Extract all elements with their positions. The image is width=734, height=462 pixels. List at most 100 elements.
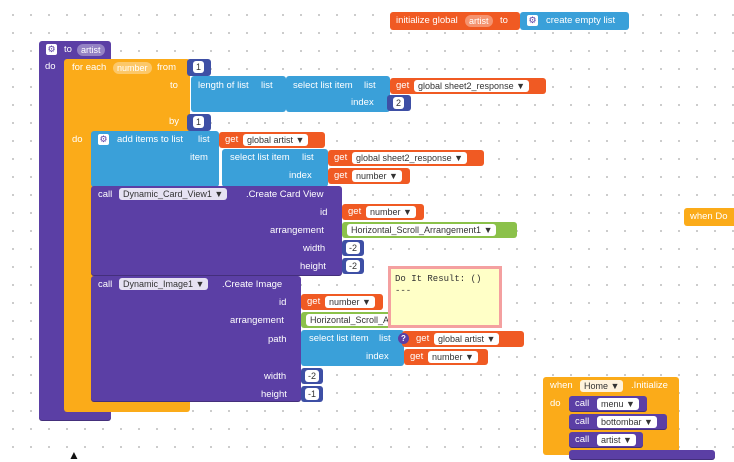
component-dropdown[interactable]: Dynamic_Card_View1 ▼ bbox=[119, 188, 228, 200]
procedure-dropdown[interactable]: bottombar ▼ bbox=[597, 416, 657, 428]
index-number-field[interactable]: 2 bbox=[393, 97, 405, 109]
init-global-name-field[interactable]: artist bbox=[465, 15, 493, 27]
call-block-partial[interactable] bbox=[569, 450, 715, 460]
height-number-block[interactable]: -1 bbox=[301, 386, 323, 402]
call-label: call bbox=[575, 398, 590, 409]
get-global-artist-block-b[interactable]: ? get global artist ▼ bbox=[398, 331, 524, 347]
gear-icon[interactable]: ⚙ bbox=[527, 15, 538, 26]
by-number-field[interactable]: 1 bbox=[193, 116, 205, 128]
select-index-label: index bbox=[351, 97, 374, 108]
from-number-field[interactable]: 1 bbox=[193, 61, 205, 73]
for-each-var-field[interactable]: number bbox=[113, 62, 152, 74]
call-label: call bbox=[98, 189, 113, 200]
by-number-block[interactable]: 1 bbox=[187, 114, 211, 131]
get-sheet2-block-a[interactable]: get global sheet2_response ▼ bbox=[390, 78, 546, 94]
method-label: .Create Image bbox=[222, 279, 283, 290]
gear-icon[interactable]: ⚙ bbox=[98, 134, 109, 145]
do-it-result-tooltip: Do It Result: () --- bbox=[388, 266, 502, 328]
get-number-block-b[interactable]: get number ▼ bbox=[342, 204, 424, 220]
do-it-result-line: Do It Result: () bbox=[395, 274, 482, 284]
get-global-artist-dropdown[interactable]: global artist ▼ bbox=[434, 333, 500, 345]
procedure-dropdown[interactable]: artist ▼ bbox=[597, 434, 636, 446]
get-label: get bbox=[410, 351, 424, 362]
call-menu-block[interactable]: call menu ▼ bbox=[569, 396, 647, 412]
width-number-field[interactable]: -2 bbox=[305, 370, 320, 382]
get-label: get bbox=[396, 80, 410, 91]
select-list-item-block-3[interactable]: select list item list index bbox=[301, 330, 404, 366]
width-label: width bbox=[264, 371, 287, 382]
get-number-dropdown[interactable]: number ▼ bbox=[366, 206, 416, 218]
add-items-to-list-block[interactable]: ⚙ add items to list list item bbox=[91, 131, 219, 187]
height-label: height bbox=[261, 389, 287, 400]
for-each-label: for each bbox=[72, 62, 107, 73]
get-label: get bbox=[334, 152, 348, 163]
call-label: call bbox=[98, 279, 113, 290]
procedure-do-label: do bbox=[45, 61, 56, 72]
get-label: get bbox=[225, 134, 239, 145]
get-sheet2-block-b[interactable]: get global sheet2_response ▼ bbox=[328, 150, 484, 166]
get-sheet2-dropdown[interactable]: global sheet2_response ▼ bbox=[352, 152, 467, 164]
select-list-item-block-2[interactable]: select list item list index bbox=[222, 149, 328, 187]
width-number-block[interactable]: -2 bbox=[342, 240, 364, 256]
component-dropdown[interactable]: Dynamic_Image1 ▼ bbox=[119, 278, 209, 290]
for-each-by-label: by bbox=[169, 116, 180, 127]
for-each-from-label: from bbox=[157, 62, 176, 73]
call-bottombar-block[interactable]: call bottombar ▼ bbox=[569, 414, 667, 430]
procedure-dropdown[interactable]: menu ▼ bbox=[597, 398, 639, 410]
arrangement-dropdown[interactable]: Horizontal_Scroll_Arrangement1 ▼ bbox=[347, 224, 497, 236]
select-list-item-label: select list item bbox=[230, 152, 290, 163]
index-number-block[interactable]: 2 bbox=[387, 95, 411, 111]
height-number-field[interactable]: -1 bbox=[305, 388, 320, 400]
height-number-block[interactable]: -2 bbox=[342, 258, 364, 274]
get-label: get bbox=[348, 206, 362, 217]
get-number-block-d[interactable]: get number ▼ bbox=[404, 349, 488, 365]
warning-question-icon[interactable]: ? bbox=[398, 333, 409, 344]
create-empty-list-block[interactable]: ⚙ create empty list bbox=[520, 12, 629, 30]
gear-icon[interactable]: ⚙ bbox=[46, 44, 57, 55]
get-number-dropdown[interactable]: number ▼ bbox=[352, 170, 402, 182]
length-of-list-block[interactable]: length of list list bbox=[191, 76, 286, 112]
width-number-block[interactable]: -2 bbox=[301, 368, 323, 384]
select-list-item-block-1[interactable]: select list item list index bbox=[286, 76, 390, 112]
initialize-global-block[interactable]: initialize global artist to bbox=[390, 12, 520, 30]
when-label: when bbox=[550, 380, 573, 391]
when-do-label: do bbox=[550, 398, 561, 409]
add-items-item-label: item bbox=[190, 152, 208, 163]
add-items-list-label: list bbox=[198, 134, 210, 145]
select-list-label: list bbox=[364, 80, 376, 91]
for-each-to-label: to bbox=[170, 80, 178, 91]
call-label: call bbox=[575, 416, 590, 427]
init-global-to-label: to bbox=[500, 15, 508, 26]
arrangement-component-block[interactable]: Horizontal_Scroll_Arrangement1 ▼ bbox=[342, 222, 517, 238]
width-number-field[interactable]: -2 bbox=[346, 242, 361, 254]
select-index-label: index bbox=[289, 170, 312, 181]
height-number-field[interactable]: -2 bbox=[346, 260, 361, 272]
get-global-artist-dropdown[interactable]: global artist ▼ bbox=[243, 134, 309, 146]
get-number-dropdown[interactable]: number ▼ bbox=[325, 296, 375, 308]
event-label: .Initialize bbox=[631, 380, 668, 391]
procedure-name-field[interactable]: artist bbox=[77, 44, 105, 56]
when-block-right[interactable]: when Do bbox=[684, 208, 734, 226]
get-global-artist-block[interactable]: get global artist ▼ bbox=[219, 132, 325, 148]
add-items-label: add items to list bbox=[117, 134, 183, 145]
call-card-view-block[interactable]: call Dynamic_Card_View1 ▼ .Create Card V… bbox=[91, 186, 342, 276]
length-of-list-label: length of list bbox=[198, 80, 249, 91]
call-image-block[interactable]: call Dynamic_Image1 ▼ .Create Image id a… bbox=[91, 276, 301, 402]
length-of-list-list-label: list bbox=[261, 80, 273, 91]
call-artist-block[interactable]: call artist ▼ bbox=[569, 432, 643, 448]
select-list-label: list bbox=[379, 333, 391, 344]
home-component-dropdown[interactable]: Home ▼ bbox=[580, 380, 624, 392]
get-number-block-a[interactable]: get number ▼ bbox=[328, 168, 410, 184]
select-list-item-label: select list item bbox=[309, 333, 369, 344]
mouse-cursor-icon: ▲ bbox=[68, 448, 80, 462]
get-sheet2-dropdown[interactable]: global sheet2_response ▼ bbox=[414, 80, 529, 92]
arrangement-label: arrangement bbox=[230, 315, 284, 326]
when-right-label: when Do bbox=[690, 211, 728, 222]
select-list-label: list bbox=[302, 152, 314, 163]
init-global-label: initialize global bbox=[396, 15, 458, 26]
for-each-do-label: do bbox=[72, 134, 83, 145]
path-label: path bbox=[268, 334, 287, 345]
get-number-dropdown[interactable]: number ▼ bbox=[428, 351, 478, 363]
get-number-block-c[interactable]: get number ▼ bbox=[301, 294, 383, 310]
from-number-block[interactable]: 1 bbox=[187, 59, 211, 76]
